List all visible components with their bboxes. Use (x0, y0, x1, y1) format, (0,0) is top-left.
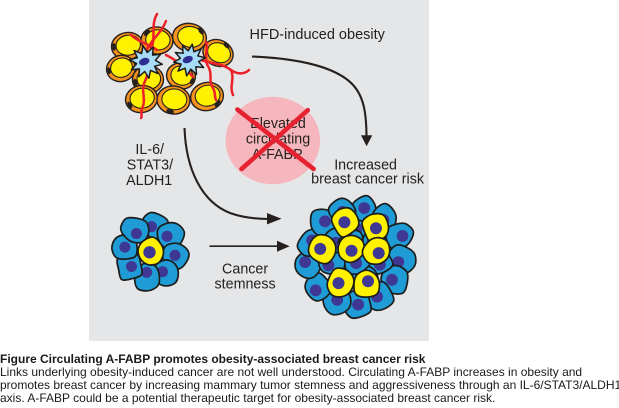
svg-text:ALDH1: ALDH1 (126, 173, 172, 189)
svg-text:IL-6/: IL-6/ (135, 142, 164, 158)
svg-text:STAT3/: STAT3/ (127, 158, 173, 174)
svg-text:stemness: stemness (215, 277, 276, 293)
svg-text:Increased: Increased (334, 158, 397, 174)
svg-text:HFD-induced obesity: HFD-induced obesity (249, 27, 385, 43)
svg-text:Cancer: Cancer (222, 262, 268, 278)
svg-text:breast cancer risk: breast cancer risk (311, 172, 425, 188)
